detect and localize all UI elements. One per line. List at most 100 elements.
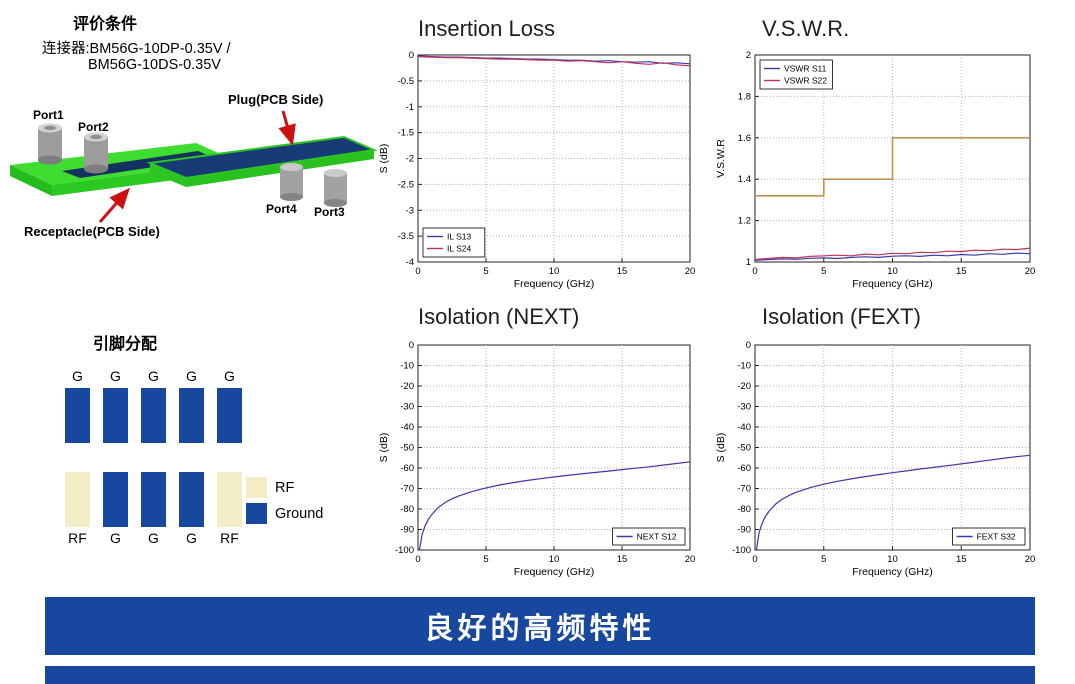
banner: 良好的高频特性 xyxy=(45,597,1035,655)
legend-row-rf: RF xyxy=(246,477,323,498)
port2-label: Port2 xyxy=(78,120,109,134)
svg-text:1: 1 xyxy=(746,257,751,268)
legend-row-ground: Ground xyxy=(246,503,323,524)
svg-text:IL S13: IL S13 xyxy=(447,232,472,242)
banner-text: 良好的高频特性 xyxy=(424,613,656,645)
svg-text:-40: -40 xyxy=(400,422,414,433)
pin-label: G xyxy=(186,368,197,384)
chart-title-insertion-loss: Insertion Loss xyxy=(418,16,555,41)
port3-label: Port3 xyxy=(314,205,345,219)
svg-text:5: 5 xyxy=(483,554,488,565)
receptacle-side-label: Receptacle(PCB Side) xyxy=(24,224,160,239)
svg-text:0: 0 xyxy=(409,340,414,351)
pin-label: RF xyxy=(68,530,87,546)
svg-text:1.4: 1.4 xyxy=(738,174,751,185)
svg-text:1.8: 1.8 xyxy=(738,91,751,102)
svg-text:-3: -3 xyxy=(406,205,414,216)
pin-ground xyxy=(179,388,204,443)
svg-text:-100: -100 xyxy=(732,545,751,556)
pin-assignment-title: 引脚分配 xyxy=(93,336,158,353)
pin-label: G xyxy=(148,368,159,384)
svg-text:-50: -50 xyxy=(737,443,751,454)
pin-rf xyxy=(65,472,90,527)
svg-text:S (dB): S (dB) xyxy=(378,144,390,174)
svg-text:0: 0 xyxy=(752,554,757,565)
svg-text:-70: -70 xyxy=(737,484,751,495)
pin-column: G xyxy=(65,368,90,443)
pin-label: RF xyxy=(220,530,239,546)
svg-text:-80: -80 xyxy=(400,504,414,515)
pin-ground xyxy=(103,388,128,443)
svg-text:-60: -60 xyxy=(400,463,414,474)
svg-text:-0.5: -0.5 xyxy=(398,76,414,87)
svg-text:-2: -2 xyxy=(406,154,414,165)
connector-3d-illustration xyxy=(10,110,378,223)
connector-model-line1: 连接器:BM56G-10DP-0.35V / xyxy=(42,41,231,57)
pin-ground xyxy=(179,472,204,527)
pin-label: G xyxy=(186,530,197,546)
pin-rf xyxy=(217,472,242,527)
svg-text:1.2: 1.2 xyxy=(738,216,751,227)
svg-text:0: 0 xyxy=(746,340,751,351)
pin-column: G xyxy=(179,368,204,443)
pin-label: G xyxy=(110,530,121,546)
svg-text:-60: -60 xyxy=(737,463,751,474)
svg-text:Frequency (GHz): Frequency (GHz) xyxy=(852,566,933,578)
svg-text:-90: -90 xyxy=(400,525,414,536)
svg-text:Frequency (GHz): Frequency (GHz) xyxy=(514,278,595,290)
svg-text:-40: -40 xyxy=(737,422,751,433)
svg-text:-2.5: -2.5 xyxy=(398,179,414,190)
svg-text:20: 20 xyxy=(685,266,696,277)
ground-swatch xyxy=(246,503,267,524)
svg-text:VSWR S22: VSWR S22 xyxy=(784,76,827,86)
banner-strip xyxy=(45,666,1035,684)
svg-text:V.S.W.R: V.S.W.R xyxy=(715,139,727,178)
svg-text:-10: -10 xyxy=(400,361,414,372)
pin-ground xyxy=(103,472,128,527)
pin-column: RF xyxy=(65,472,90,547)
svg-text:-1: -1 xyxy=(406,102,414,113)
svg-text:0: 0 xyxy=(415,266,420,277)
svg-text:20: 20 xyxy=(1025,554,1036,565)
eval-conditions-title: 评价条件 xyxy=(73,16,138,33)
pin-column: G xyxy=(217,368,242,443)
plug-side-label: Plug(PCB Side) xyxy=(228,92,324,107)
svg-text:10: 10 xyxy=(549,554,560,565)
pin-ground xyxy=(217,388,242,443)
svg-text:NEXT S12: NEXT S12 xyxy=(637,532,677,542)
svg-text:-4: -4 xyxy=(406,257,414,268)
svg-text:-3.5: -3.5 xyxy=(398,231,414,242)
svg-text:S (dB): S (dB) xyxy=(715,433,727,463)
svg-text:10: 10 xyxy=(549,266,560,277)
svg-text:-50: -50 xyxy=(400,443,414,454)
svg-text:-1.5: -1.5 xyxy=(398,128,414,139)
chart-title-isolation-fext: Isolation (FEXT) xyxy=(762,304,921,329)
pin-column: G xyxy=(103,368,128,443)
pin-column: G xyxy=(103,472,128,547)
svg-text:-30: -30 xyxy=(737,402,751,413)
connector-model-line2: BM56G-10DS-0.35V xyxy=(88,57,221,73)
pin-label: G xyxy=(110,368,121,384)
ground-legend-label: Ground xyxy=(275,505,324,522)
svg-text:-100: -100 xyxy=(395,545,414,556)
svg-text:20: 20 xyxy=(685,554,696,565)
svg-text:15: 15 xyxy=(956,554,967,565)
rf-swatch xyxy=(246,477,267,498)
pin-ground xyxy=(141,472,166,527)
port4-label: Port4 xyxy=(266,202,297,216)
rf-legend-label: RF xyxy=(275,479,295,496)
svg-text:S (dB): S (dB) xyxy=(378,433,390,463)
svg-text:15: 15 xyxy=(956,266,967,277)
svg-text:0: 0 xyxy=(409,50,414,61)
svg-text:VSWR S11: VSWR S11 xyxy=(784,64,827,74)
svg-text:Frequency (GHz): Frequency (GHz) xyxy=(852,278,933,290)
chart-title-vswr: V.S.W.R. xyxy=(762,16,850,41)
